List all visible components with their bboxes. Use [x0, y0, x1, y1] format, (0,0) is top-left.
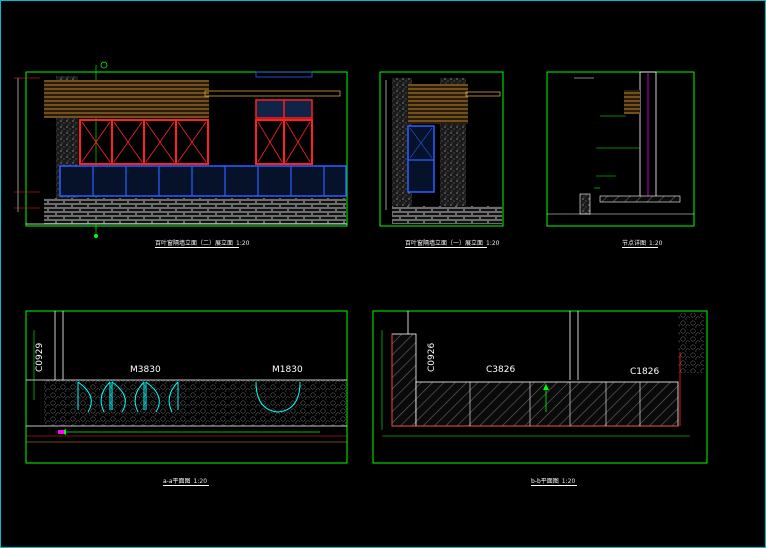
elevation-side-underline [405, 247, 487, 248]
plan-b-tag-right: C1826 [630, 367, 659, 377]
elevation-main-view [14, 61, 348, 238]
elevation-side-title: 百叶窗隔墙立面（一）展立面 [405, 240, 484, 247]
plan-a-view [25, 310, 348, 464]
section-detail-view [546, 71, 695, 227]
plan-a-scale: 1:20 [193, 478, 208, 485]
elevation-main-title: 百叶窗隔墙立面（二）展立面 [155, 240, 234, 247]
plan-a-tag-door1: M3830 [130, 365, 161, 375]
elevation-side-view [379, 71, 504, 227]
plan-b-tag-left: C0926 [427, 343, 437, 372]
plan-a-tag-left: C0929 [35, 343, 45, 372]
plan-b-tag-mid: C3826 [486, 365, 515, 375]
section-underline [622, 247, 658, 248]
elevation-main-scale: 1:20 [236, 240, 250, 247]
plan-a-underline [163, 485, 209, 486]
section-title: 节点详图 [622, 240, 647, 247]
plan-a-tag-door2: M1830 [272, 365, 303, 375]
plan-b-title: b-b平面图 [531, 478, 559, 485]
elevation-side-scale: 1:20 [486, 240, 500, 247]
section-scale: 1:20 [649, 240, 663, 247]
plan-b-underline [531, 485, 577, 486]
elevation-main-underline [155, 247, 239, 248]
plan-b-scale: 1:20 [561, 478, 576, 485]
plan-b-view [372, 310, 708, 464]
plan-a-title: a-a平面图 [163, 478, 191, 485]
